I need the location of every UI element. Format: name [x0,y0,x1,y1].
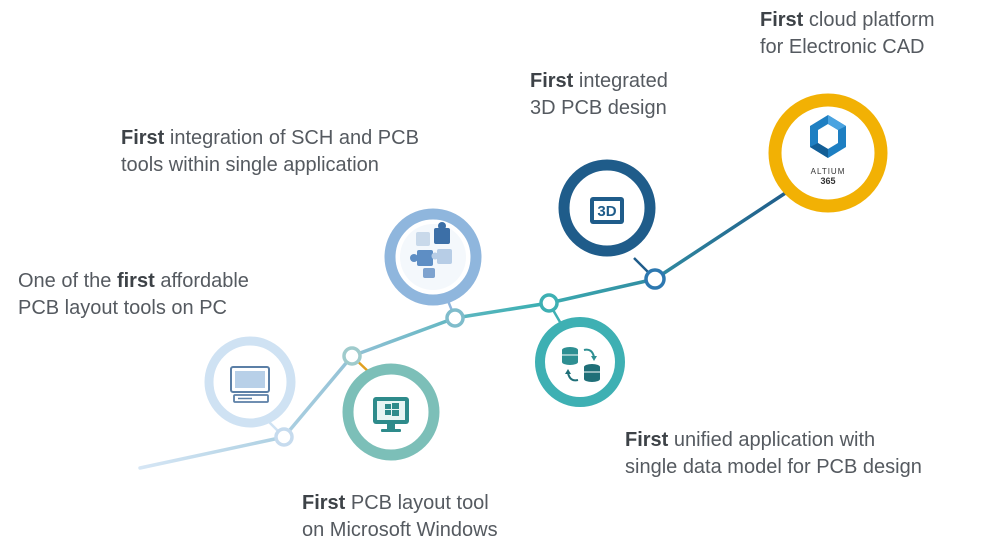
milestone-cloud-bubble: ALTIUM 365 [768,93,888,213]
caption-line: on Microsoft Windows [302,517,498,544]
node-3d [644,268,666,290]
caption-text: on Microsoft Windows [302,519,498,541]
milestone-sch-pcb-bubble [384,208,482,306]
caption-emphasis: first [116,270,155,292]
desktop-computer-icon [230,366,270,403]
caption-text: One of the [18,270,117,292]
puzzle-icon [410,222,452,278]
windows-monitor-icon [373,397,409,432]
caption-text: single data model for PCB design [625,456,922,478]
caption-text: 3D PCB design [530,97,667,119]
node-windows [342,346,362,366]
database-sync-icon [562,347,600,382]
caption-line: tools within single application [121,152,419,179]
caption-text: PCB layout tools on PC [18,297,227,319]
3d-cube-icon: 3D [590,197,624,224]
caption-text: affordable [154,270,249,292]
node-sch-pcb [445,308,465,328]
caption-text: for Electronic CAD [760,36,925,58]
caption-line: for Electronic CAD [760,34,935,61]
caption-line: First PCB layout tool [302,490,498,517]
caption-text: tools within single application [121,154,379,176]
node-unified [539,293,559,313]
milestone-windows-bubble [342,363,440,461]
timeline-nodes [274,268,666,447]
altium-365-logo: ALTIUM 365 [810,115,846,186]
caption-line: First unified application with [625,427,922,454]
caption-emphasis: First [625,429,669,451]
caption-text: unified application with [668,429,876,451]
milestone-3d-bubble: 3D [558,159,656,257]
node-pc [274,427,294,447]
caption-line: 3D PCB design [530,95,668,122]
caption-text: integrated [573,70,668,92]
caption-line: single data model for PCB design [625,454,922,481]
caption-text: PCB layout tool [345,492,489,514]
caption-text: cloud platform [803,9,935,31]
milestone-unified-bubble [535,317,625,407]
caption-line: First integration of SCH and PCB [121,125,419,152]
caption-emphasis: First [530,70,574,92]
caption-text: integration of SCH and PCB [164,127,419,149]
caption-line: First cloud platform [760,7,935,34]
caption-line: One of the first affordable [18,268,249,295]
altium-365-text: 365 [820,176,835,186]
caption-emphasis: First [302,492,346,514]
caption-emphasis: First [760,9,804,31]
3d-icon-text: 3D [597,203,616,220]
milestone-pc-bubble [204,336,296,428]
caption-line: First integrated [530,68,668,95]
caption-emphasis: First [121,127,165,149]
altium-logo-text: ALTIUM [811,167,846,176]
caption-line: PCB layout tools on PC [18,295,249,322]
